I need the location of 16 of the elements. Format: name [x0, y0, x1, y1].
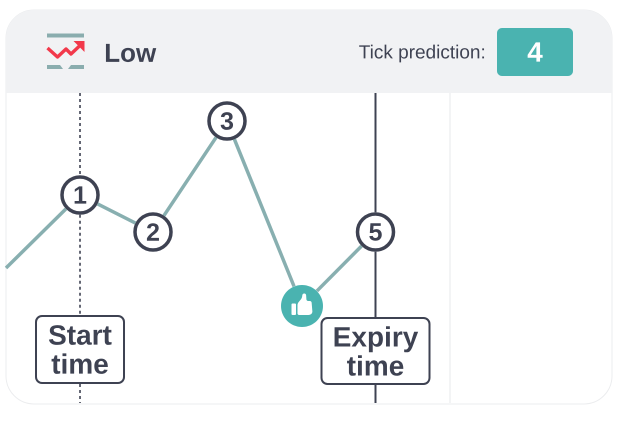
line-segment	[96, 202, 136, 225]
vertical-line	[374, 252, 376, 317]
time-label-box: Expiry time	[320, 317, 430, 385]
line-segment	[316, 244, 363, 292]
vertical-line	[374, 93, 376, 212]
line-segment	[4, 208, 68, 270]
line-segment	[162, 136, 218, 217]
dashed-line	[79, 384, 81, 403]
dashed-line	[79, 214, 81, 315]
line-segment	[232, 138, 296, 287]
field-label: Tick prediction:	[359, 44, 484, 62]
value-box: 4	[497, 28, 573, 76]
vertical-line	[374, 385, 376, 403]
dashed-line	[79, 93, 81, 176]
heading: Low	[106, 44, 156, 62]
time-label-box: Start time	[35, 315, 125, 384]
